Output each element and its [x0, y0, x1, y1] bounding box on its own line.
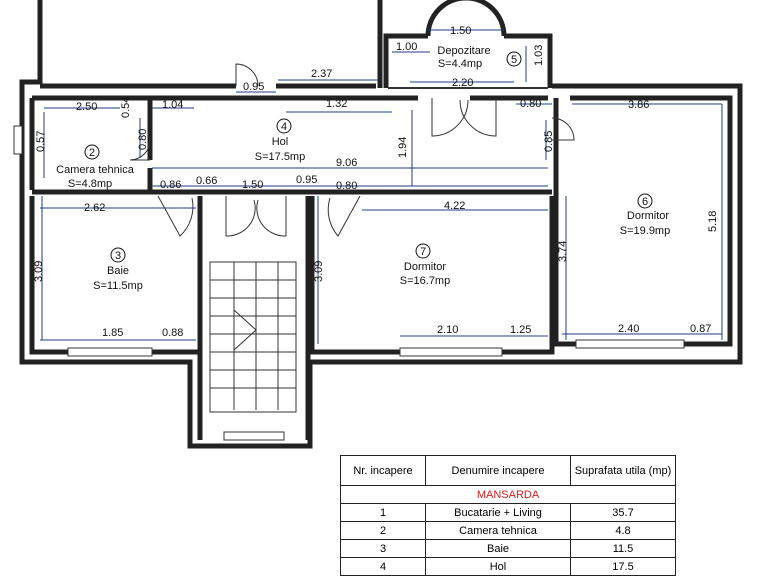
dim-label: 0.95	[296, 174, 317, 186]
room-area: S=19.9mp	[620, 225, 670, 237]
dim-label: 0.80	[336, 180, 357, 192]
header-name: Denumire incapere	[425, 455, 571, 486]
table-row: 3 Baie 11.5	[340, 539, 676, 558]
dim-label: 0.80	[520, 98, 541, 110]
room-camera-tehnica: 2 Camera tehnica S=4.8mp	[56, 144, 135, 190]
room-area: S=16.7mp	[400, 275, 450, 287]
dim-label: 3.09	[313, 261, 325, 282]
dim-label: 3.09	[33, 261, 45, 282]
cell-area: 4.8	[570, 521, 676, 540]
dim-label: 1.85	[102, 327, 123, 339]
section-row: MANSARDA	[340, 485, 676, 504]
dim-label: 0.80	[137, 129, 149, 150]
walls	[19, 0, 743, 449]
room-name: Hol	[272, 136, 289, 148]
dim-label: 2.62	[84, 202, 105, 214]
area-table: Nr. incapere Denumire incapere Suprafata…	[340, 455, 676, 576]
dim-label: 1.32	[326, 98, 347, 110]
room-name: Depozitare	[437, 45, 490, 57]
room-area: S=11.5mp	[93, 280, 143, 292]
room-hol: 4 Hol S=17.5mp	[255, 118, 305, 163]
dim-label: 0.85	[543, 131, 555, 152]
windows	[13, 125, 685, 441]
dim-label: 0.87	[690, 323, 711, 335]
room-number: 6	[642, 196, 648, 208]
room-dormitor-6: 6 Dormitor S=19.9mp	[620, 193, 670, 237]
staircase	[209, 261, 297, 413]
doors	[129, 63, 575, 237]
dim-label: 2.37	[311, 68, 332, 80]
room-name: Dormitor	[404, 261, 447, 273]
dim-label: 2.10	[437, 324, 458, 336]
table-row: 1 Bucatarie + Living 35.7	[340, 503, 676, 522]
room-name: Camera tehnica	[56, 164, 135, 176]
dim-label: 1.03	[533, 45, 545, 66]
room-number: 3	[115, 250, 121, 262]
section-title: MANSARDA	[340, 485, 676, 504]
dim-label: 1.94	[397, 137, 409, 158]
dim-label: 2.20	[452, 77, 473, 89]
header-area: Suprafata utila (mp)	[570, 455, 676, 486]
cell-nr: 3	[340, 539, 426, 558]
cell-area: 11.5	[570, 539, 676, 558]
dim-label: 1.00	[396, 41, 417, 53]
room-area: S=17.5mp	[255, 151, 305, 163]
dimension-lines	[40, 29, 723, 344]
cell-nr: 1	[340, 503, 426, 522]
cell-name: Bucatarie + Living	[425, 503, 571, 522]
cell-area: 17.5	[570, 557, 676, 576]
room-area: S=4.8mp	[68, 178, 112, 190]
room-area: S=4.4mp	[438, 58, 482, 70]
dim-label: 2.40	[618, 323, 639, 335]
dimension-labels: 1.50 1.00 1.03 0.95 2.37 2.20 2.50 0.54 …	[33, 25, 719, 339]
room-name: Dormitor	[627, 210, 670, 222]
dim-label: 1.25	[510, 324, 531, 336]
table-header-row: Nr. incapere Denumire incapere Suprafata…	[340, 455, 676, 486]
cell-nr: 2	[340, 521, 426, 540]
room-number: 7	[420, 246, 426, 258]
cell-name: Camera tehnica	[425, 521, 571, 540]
cell-name: Baie	[425, 539, 571, 558]
room-number: 2	[89, 147, 95, 159]
cell-area: 35.7	[570, 503, 676, 522]
dim-label: 9.06	[336, 157, 357, 169]
dim-label: 5.18	[707, 211, 719, 232]
room-number: 5	[511, 54, 517, 66]
dim-label: 1.50	[450, 25, 471, 37]
area-table-wrap: Nr. incapere Denumire incapere Suprafata…	[340, 455, 676, 576]
cell-name: Hol	[425, 557, 571, 576]
dim-label: 0.57	[35, 131, 47, 152]
dim-label: 3.74	[557, 241, 569, 262]
dim-label: 4.22	[444, 200, 465, 212]
cell-nr: 4	[340, 557, 426, 576]
dim-label: 0.66	[196, 175, 217, 187]
dim-label: 0.54	[120, 97, 132, 118]
dim-label: 0.95	[243, 81, 264, 93]
dim-label: 3.86	[628, 99, 649, 111]
header-nr: Nr. incapere	[340, 455, 426, 486]
dim-label: 1.50	[242, 179, 263, 191]
room-depozitare: Depozitare S=4.4mp 5	[437, 45, 522, 70]
table-row: 2 Camera tehnica 4.8	[340, 521, 676, 540]
dim-label: 1.04	[162, 99, 183, 111]
dim-label: 2.50	[76, 101, 97, 113]
table-row: 4 Hol 17.5	[340, 557, 676, 576]
room-baie: 3 Baie S=11.5mp	[93, 247, 143, 292]
room-name: Baie	[107, 265, 129, 277]
room-number: 4	[281, 121, 287, 133]
room-dormitor-7: 7 Dormitor S=16.7mp	[400, 243, 450, 287]
dim-label: 0.88	[162, 327, 183, 339]
dim-label: 0.86	[160, 179, 181, 191]
